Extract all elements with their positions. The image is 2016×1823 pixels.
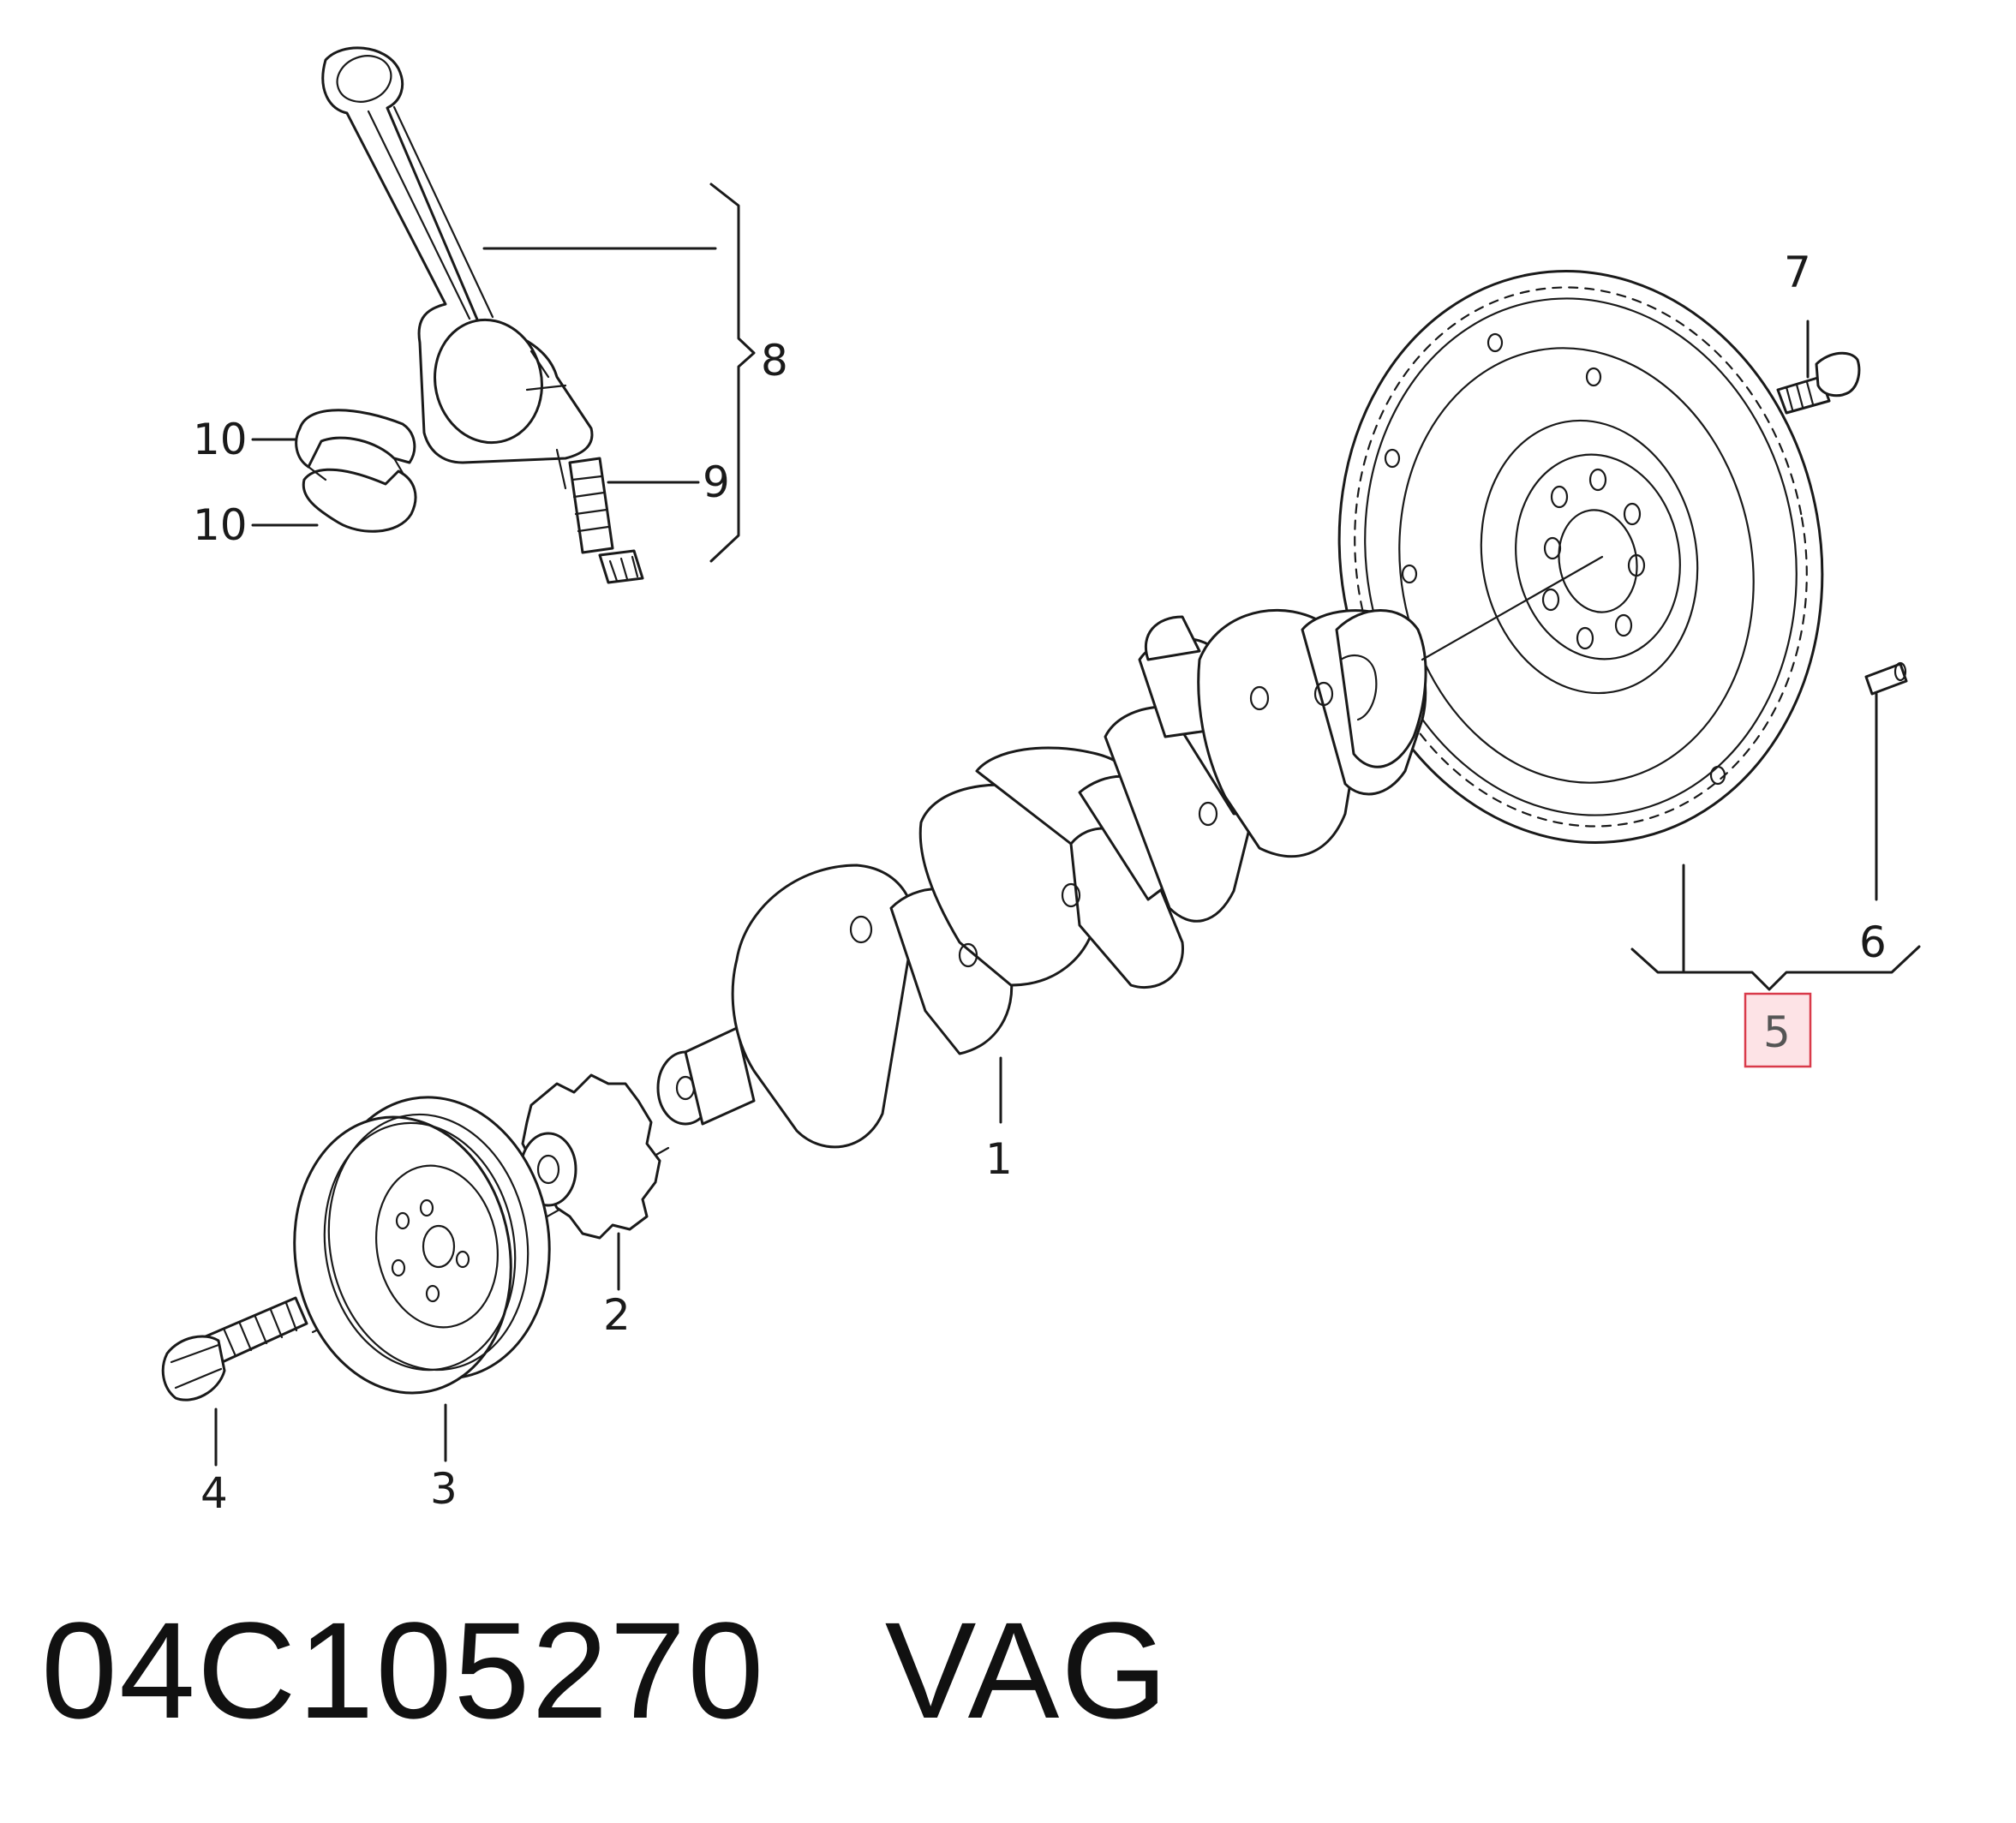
flywheel-bolt-holes [1384,332,1726,786]
callout-2[interactable]: 2 [603,1290,631,1340]
callout-5-highlight[interactable]: 5 [1744,992,1812,1068]
callout-10-top[interactable]: 10 [193,415,248,464]
callout-4[interactable]: 4 [200,1468,228,1518]
callout-6[interactable]: 6 [1859,917,1887,967]
pulley-bolt[interactable] [161,1296,308,1402]
flywheel[interactable] [1295,232,1867,881]
bracket-5 [1630,945,1921,991]
callout-8[interactable]: 8 [761,336,788,386]
footer-spacer [765,1593,884,1747]
connecting-rod[interactable] [321,46,594,490]
callout-9[interactable]: 9 [703,457,730,507]
callout-3[interactable]: 3 [430,1464,458,1514]
flywheel-bolt[interactable] [1776,351,1861,415]
callout-10-bottom[interactable]: 10 [193,500,248,550]
callout-1[interactable]: 1 [985,1134,1013,1184]
callout-7[interactable]: 7 [1784,248,1811,297]
callout-5: 5 [1763,1007,1791,1057]
connecting-rod-bolt[interactable] [568,457,644,584]
crankshaft[interactable] [656,608,1427,1149]
bearing-shells[interactable] [295,409,417,533]
crank-pulley[interactable] [273,1079,571,1410]
brand-name: VAG [884,1593,1170,1747]
dowel-pin[interactable] [1864,661,1908,696]
part-number: 04C105270 [41,1593,766,1747]
part-number-footer: 04C105270 VAG [41,1602,1170,1739]
bracket-8-9 [709,182,756,563]
